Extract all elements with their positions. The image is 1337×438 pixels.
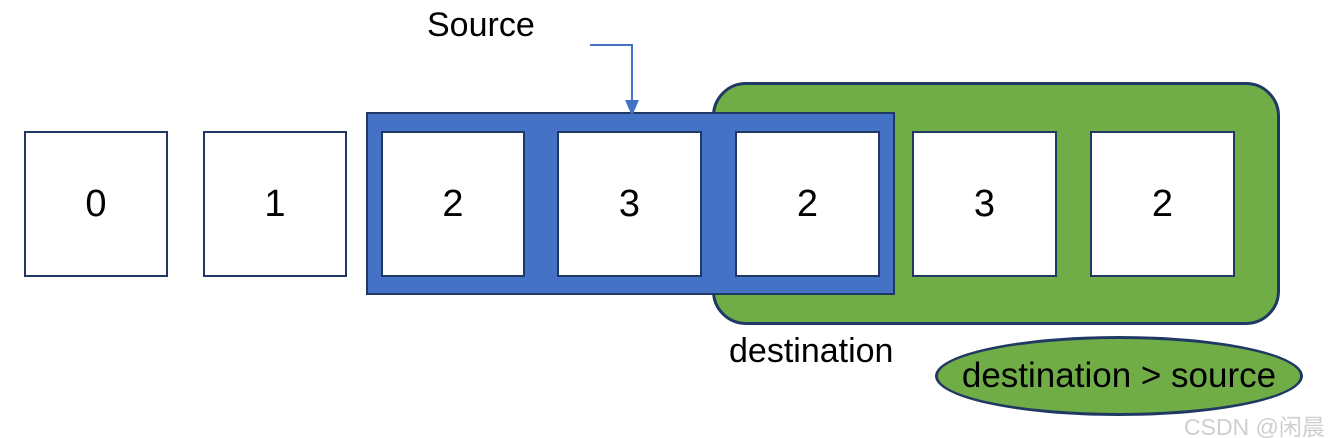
array-cell-value: 2	[1151, 183, 1174, 225]
array-cell-value: 2	[442, 183, 464, 225]
destination-label: destination	[729, 332, 894, 370]
array-cell-6[interactable]: 2	[1090, 131, 1235, 277]
array-cell-value: 1	[264, 183, 286, 225]
array-cell-5[interactable]: 3	[912, 131, 1057, 277]
array-cell-value: 3	[618, 183, 641, 225]
array-cell-1[interactable]: 1	[203, 131, 347, 277]
array-cell-2[interactable]: 2	[381, 131, 525, 277]
array-cell-value: 3	[973, 183, 996, 225]
array-cell-4[interactable]: 2	[735, 131, 880, 277]
array-cell-3[interactable]: 3	[557, 131, 702, 277]
array-cell-0[interactable]: 0	[24, 131, 168, 277]
array-cell-value: 0	[85, 183, 107, 225]
comparison-note-ellipse: destination > source	[935, 336, 1303, 416]
comparison-note-text: destination > source	[961, 356, 1277, 395]
csdn-watermark: CSDN @闲晨	[1184, 414, 1325, 438]
source-label: Source	[427, 6, 535, 44]
array-cell-value: 2	[796, 183, 819, 225]
